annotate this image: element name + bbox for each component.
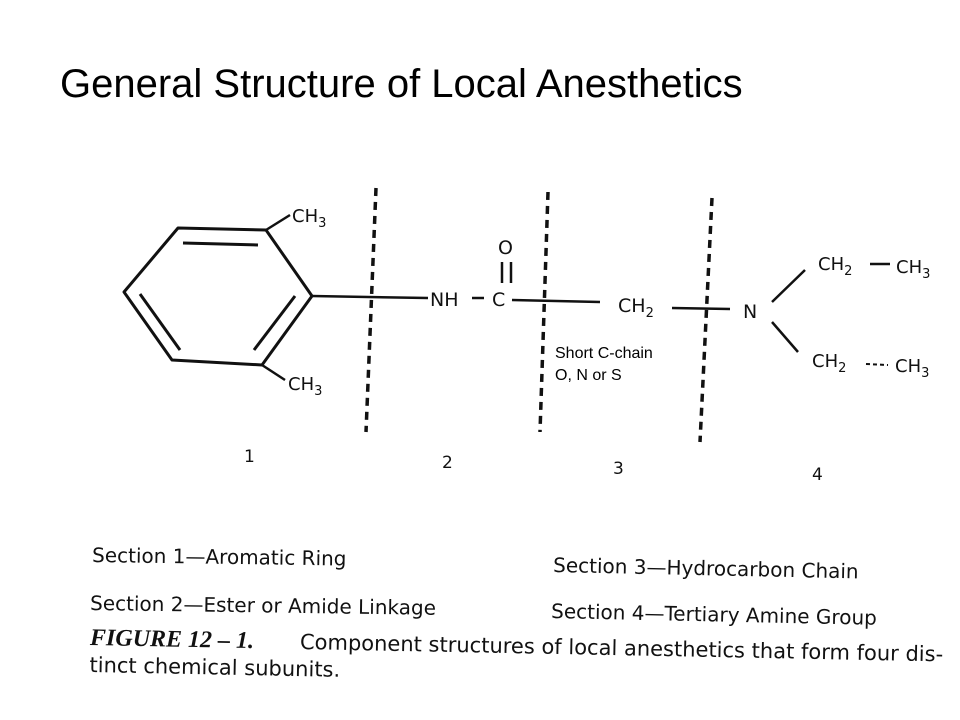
- methyl-bond-top: [265, 213, 291, 232]
- section-number-2: 2: [442, 453, 453, 473]
- ethyl-lower-ch3: CH3: [895, 356, 929, 381]
- section-dividers: [364, 187, 714, 443]
- carbonyl-carbon: C: [492, 289, 505, 311]
- n-ethyl-upper-bond: [771, 269, 806, 303]
- n-ethyl-lower-bond: [771, 321, 799, 353]
- methyl-bond-bottom: [261, 363, 286, 382]
- divider-2: [538, 191, 550, 433]
- amide-nh: NH: [430, 289, 459, 311]
- legend-section-3: Section 3—Hydrocarbon Chain: [553, 553, 859, 583]
- figure-caption: FIGURE 12 – 1. Component structures of l…: [89, 625, 944, 682]
- ethyl-lower-bond: [865, 363, 889, 366]
- section-legend: Section 1—Aromatic Ring Section 2—Ester …: [90, 543, 877, 630]
- legend-section-1: Section 1—Aromatic Ring: [92, 543, 347, 571]
- caption-label: FIGURE 12 – 1.: [89, 625, 254, 654]
- divider-3: [698, 197, 714, 443]
- caption-line-2: tinct chemical subunits.: [89, 653, 340, 682]
- amine-nitrogen: N: [743, 301, 757, 323]
- ring-substituent-top: CH3: [292, 206, 326, 231]
- annotation-line-2: O, N or S: [555, 367, 622, 384]
- legend-section-2: Section 2—Ester or Amide Linkage: [90, 591, 436, 620]
- annotation-line-1: Short C-chain: [555, 345, 653, 362]
- divider-1: [364, 187, 378, 433]
- c-ch2-bond: [511, 298, 601, 304]
- section-number-3: 3: [613, 459, 624, 479]
- ethyl-upper-ch3: CH3: [896, 257, 930, 282]
- ch2-n-bond: [671, 306, 731, 311]
- chain-ch2: CH2: [618, 295, 654, 321]
- caption-line-1: Component structures of local anesthetic…: [300, 630, 944, 666]
- ethyl-lower-ch2: CH2: [812, 351, 846, 376]
- legend-section-4: Section 4—Tertiary Amine Group: [551, 599, 877, 630]
- aromatic-ring: [122, 226, 314, 367]
- section-number-4: 4: [812, 465, 823, 485]
- ring-substituent-bottom: CH3: [288, 374, 322, 399]
- carbonyl-oxygen: O: [498, 237, 513, 259]
- chain-annotation: Short C-chain O, N or S: [555, 343, 653, 387]
- slide-title: General Structure of Local Anesthetics: [60, 62, 743, 106]
- section-number-1: 1: [244, 447, 255, 467]
- ring-nh-bond: [311, 294, 429, 300]
- ethyl-upper-ch2: CH2: [818, 254, 852, 279]
